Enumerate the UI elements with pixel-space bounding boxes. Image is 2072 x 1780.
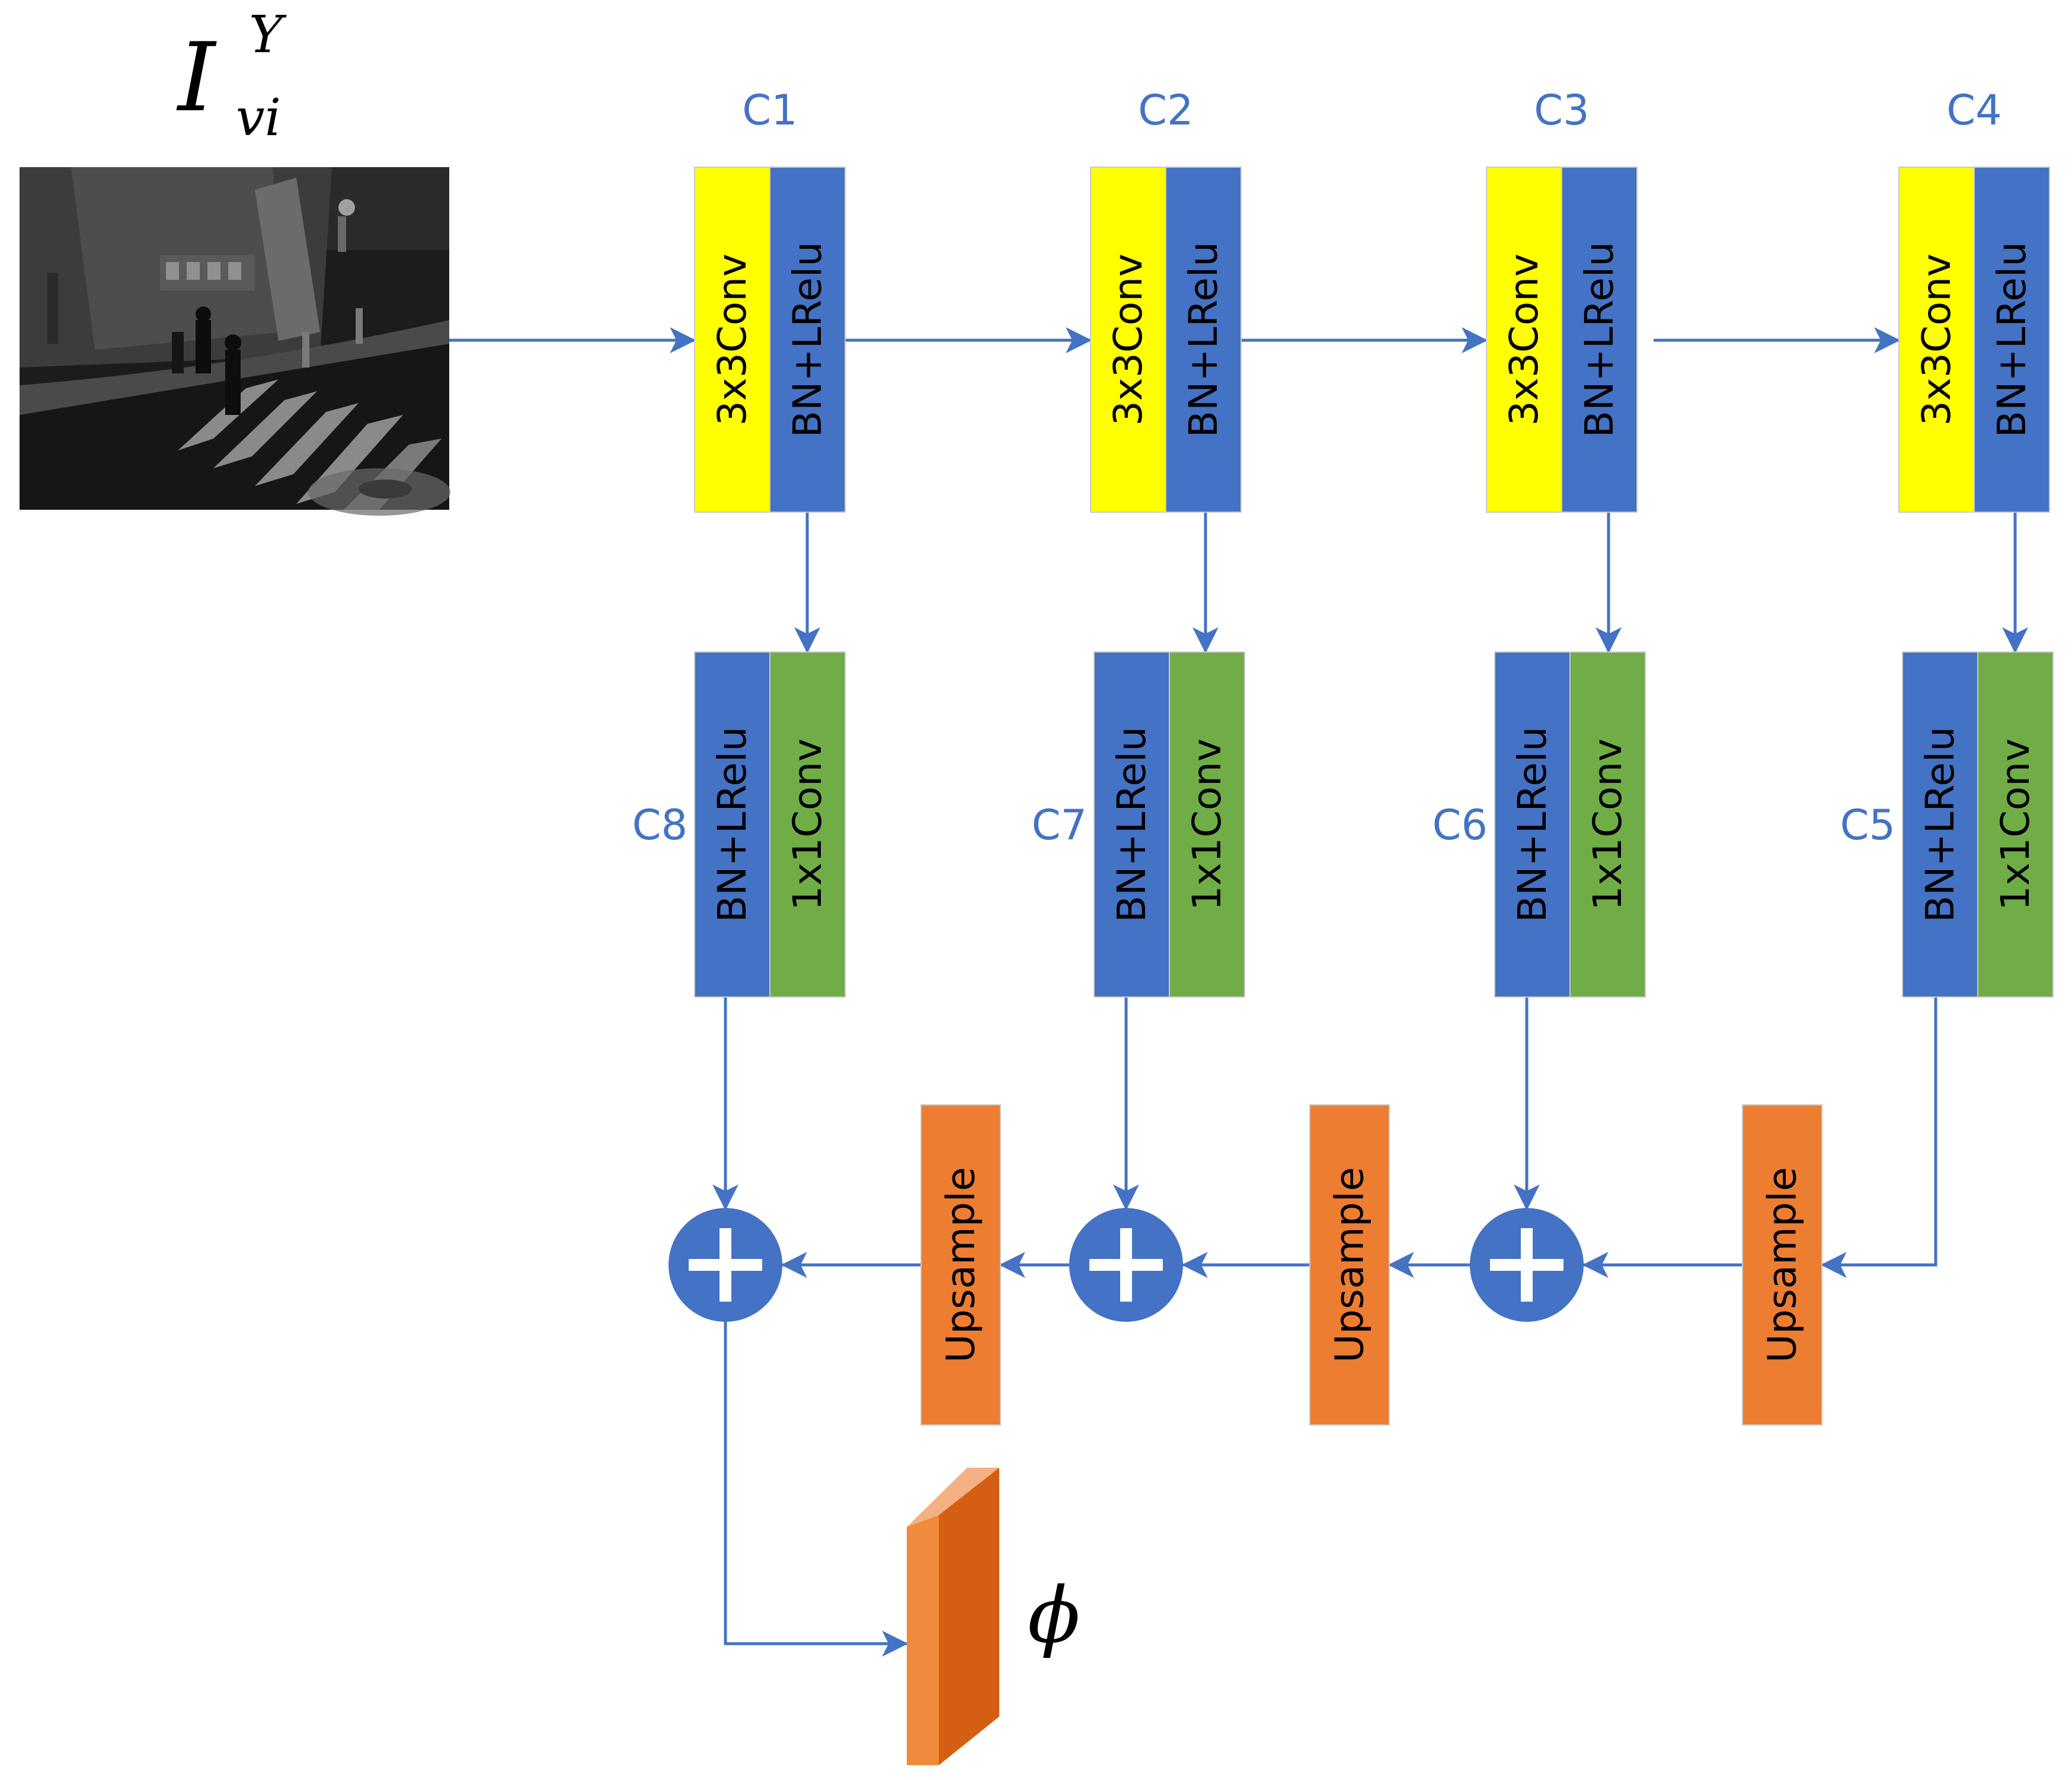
conv1x1-label: 1x1Conv <box>1184 739 1230 910</box>
lateral-label: C5 <box>1840 801 1895 849</box>
bn-lrelu-box <box>769 167 846 513</box>
upsample-box <box>1742 1104 1822 1426</box>
input-symbol: I <box>176 22 217 133</box>
conv1x1-label: 1x1Conv <box>1993 739 2038 910</box>
encoder-label: C3 <box>1534 86 1589 135</box>
conv3x3-label: 3x3Conv <box>1914 254 1959 426</box>
bn-lrelu-label: BN+LRelu <box>709 727 755 922</box>
upsample-label: Upsample <box>1760 1167 1805 1363</box>
upsample-block: Upsample <box>920 1104 1001 1426</box>
bn-lrelu-box <box>694 651 770 998</box>
sum-node <box>1470 1208 1584 1322</box>
conv1x1-box <box>1977 651 2054 998</box>
bn-lrelu-label: BN+LRelu <box>1109 727 1155 922</box>
encoder-label: C1 <box>742 86 797 135</box>
bn-lrelu-label: BN+LRelu <box>1989 242 2035 437</box>
input-label: I Y vi <box>176 5 287 148</box>
bn-lrelu-box <box>1561 167 1638 513</box>
conv3x3-box <box>1090 167 1166 513</box>
conv3x3-label: 3x3Conv <box>709 254 755 426</box>
bn-lrelu-label: BN+LRelu <box>1181 242 1226 437</box>
upsample-label: Upsample <box>938 1167 984 1363</box>
output-feature-map: ϕ <box>907 1468 1080 1765</box>
bn-lrelu-label: BN+LRelu <box>1917 727 1963 922</box>
input-subscript: vi <box>236 88 281 148</box>
lateral-label: C6 <box>1433 801 1488 849</box>
input-image <box>20 167 450 516</box>
bn-lrelu-box <box>1093 651 1170 998</box>
arrow-c5-upsample3 <box>1820 997 1937 1278</box>
upsample-label: Upsample <box>1327 1167 1373 1363</box>
encoder-label: C2 <box>1138 86 1193 135</box>
arrow-sum1-output <box>724 1322 909 1657</box>
lateral-block-c6: BN+LRelu 1x1Conv C6 <box>1433 651 1646 998</box>
sum-node <box>669 1208 782 1322</box>
conv1x1-box <box>1569 651 1646 998</box>
lateral-block-c7: BN+LRelu 1x1Conv C7 <box>1032 651 1245 998</box>
upsample-box <box>1309 1104 1390 1426</box>
encoder-block-c1: 3x3Conv BN+LRelu C1 <box>694 86 846 513</box>
lateral-label: C8 <box>632 801 688 849</box>
upsample-box <box>920 1104 1001 1426</box>
conv3x3-label: 3x3Conv <box>1105 254 1151 426</box>
encoder-label: C4 <box>1946 86 2001 135</box>
conv1x1-box <box>1169 651 1245 998</box>
bn-lrelu-label: BN+LRelu <box>785 242 830 437</box>
bn-lrelu-box <box>1902 651 1978 998</box>
lateral-label: C7 <box>1032 801 1087 849</box>
upsample-block: Upsample <box>1309 1104 1390 1426</box>
sum-node <box>1069 1208 1183 1322</box>
encoder-block-c3: 3x3Conv BN+LRelu C3 <box>1486 86 1638 513</box>
conv1x1-label: 1x1Conv <box>785 739 830 910</box>
encoder-block-c2: 3x3Conv BN+LRelu C2 <box>1090 86 1242 513</box>
conv1x1-label: 1x1Conv <box>1585 739 1630 910</box>
encoder-block-c4: 3x3Conv BN+LRelu C4 <box>1898 86 2050 513</box>
conv3x3-label: 3x3Conv <box>1501 254 1547 426</box>
input-superscript: Y <box>249 5 287 65</box>
conv3x3-box <box>1898 167 1975 513</box>
bn-lrelu-box <box>1165 167 1242 513</box>
lateral-block-c5: BN+LRelu 1x1Conv C5 <box>1840 651 2054 998</box>
bn-lrelu-label: BN+LRelu <box>1510 727 1555 922</box>
upsample-row: Upsample Upsample Upsample <box>920 1104 1822 1426</box>
connectors <box>449 327 2028 1657</box>
bn-lrelu-box <box>1974 167 2050 513</box>
conv1x1-box <box>769 651 846 998</box>
conv3x3-box <box>694 167 770 513</box>
bn-lrelu-label: BN+LRelu <box>1577 242 1622 437</box>
output-symbol: ϕ <box>1028 1570 1080 1660</box>
lateral-block-c8: BN+LRelu 1x1Conv C8 <box>632 651 846 998</box>
sum-nodes <box>669 1208 1584 1322</box>
upsample-block: Upsample <box>1742 1104 1822 1426</box>
